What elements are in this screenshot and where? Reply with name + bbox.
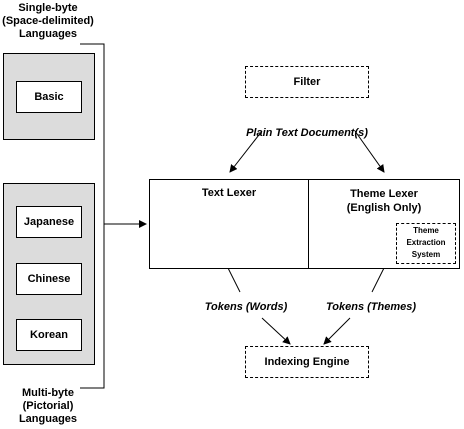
language-basic: Basic — [16, 81, 82, 113]
tokens-words-label: Tokens (Words) — [204, 301, 288, 313]
filter-box: Filter — [245, 66, 369, 98]
theme-extraction-system-box: Theme Extraction System — [396, 223, 456, 264]
language-chinese: Chinese — [16, 263, 82, 295]
language-japanese: Japanese — [16, 206, 82, 238]
single-byte-label-line-3: Languages — [18, 28, 78, 40]
indexing-engine-box: Indexing Engine — [245, 346, 369, 378]
theme-lexer-line-2: (English Only) — [346, 202, 422, 214]
theme-extraction-line-1: Theme — [413, 226, 439, 235]
theme-extraction-line-2: Extraction — [406, 238, 446, 247]
multi-byte-label-line-1: Multi-byte — [22, 387, 74, 399]
text-lexer-label: Text Lexer — [201, 187, 257, 199]
theme-lexer-line-1: Theme Lexer — [350, 188, 418, 200]
multi-byte-label-line-2: (Pictorial) — [22, 400, 74, 412]
single-byte-label: Single-byte (Space-delimited) Languages — [0, 2, 96, 41]
language-bracket — [80, 43, 105, 389]
text-lexer-down-line — [227, 267, 241, 293]
tokens-themes-label: Tokens (Themes) — [325, 301, 417, 313]
single-byte-label-line-1: Single-byte — [18, 2, 78, 14]
lexer-divider — [308, 180, 309, 268]
plain-text-document-label: Plain Text Document(s) — [246, 127, 368, 139]
language-korean: Korean — [16, 319, 82, 351]
multi-byte-group: Japanese Chinese Korean — [3, 183, 95, 365]
multi-byte-label-line-3: Languages — [18, 413, 78, 425]
filter-to-text-lexer-arrow — [229, 130, 263, 173]
theme-lexer-down-line — [371, 267, 385, 293]
text-lexer-to-indexing-arrow — [261, 317, 291, 345]
theme-lexer-to-indexing-arrow — [323, 317, 351, 345]
filter-to-theme-lexer-arrow — [354, 130, 385, 173]
single-byte-label-line-2: (Space-delimited) — [2, 15, 94, 27]
theme-extraction-line-3: System — [411, 250, 441, 259]
single-byte-group: Basic — [3, 53, 95, 140]
multi-byte-label: Multi-byte (Pictorial) Languages — [0, 387, 96, 426]
theme-lexer-label: Theme Lexer (English Only) — [309, 187, 459, 215]
lexer-container: Text Lexer Theme Lexer (English Only) Th… — [149, 179, 460, 269]
